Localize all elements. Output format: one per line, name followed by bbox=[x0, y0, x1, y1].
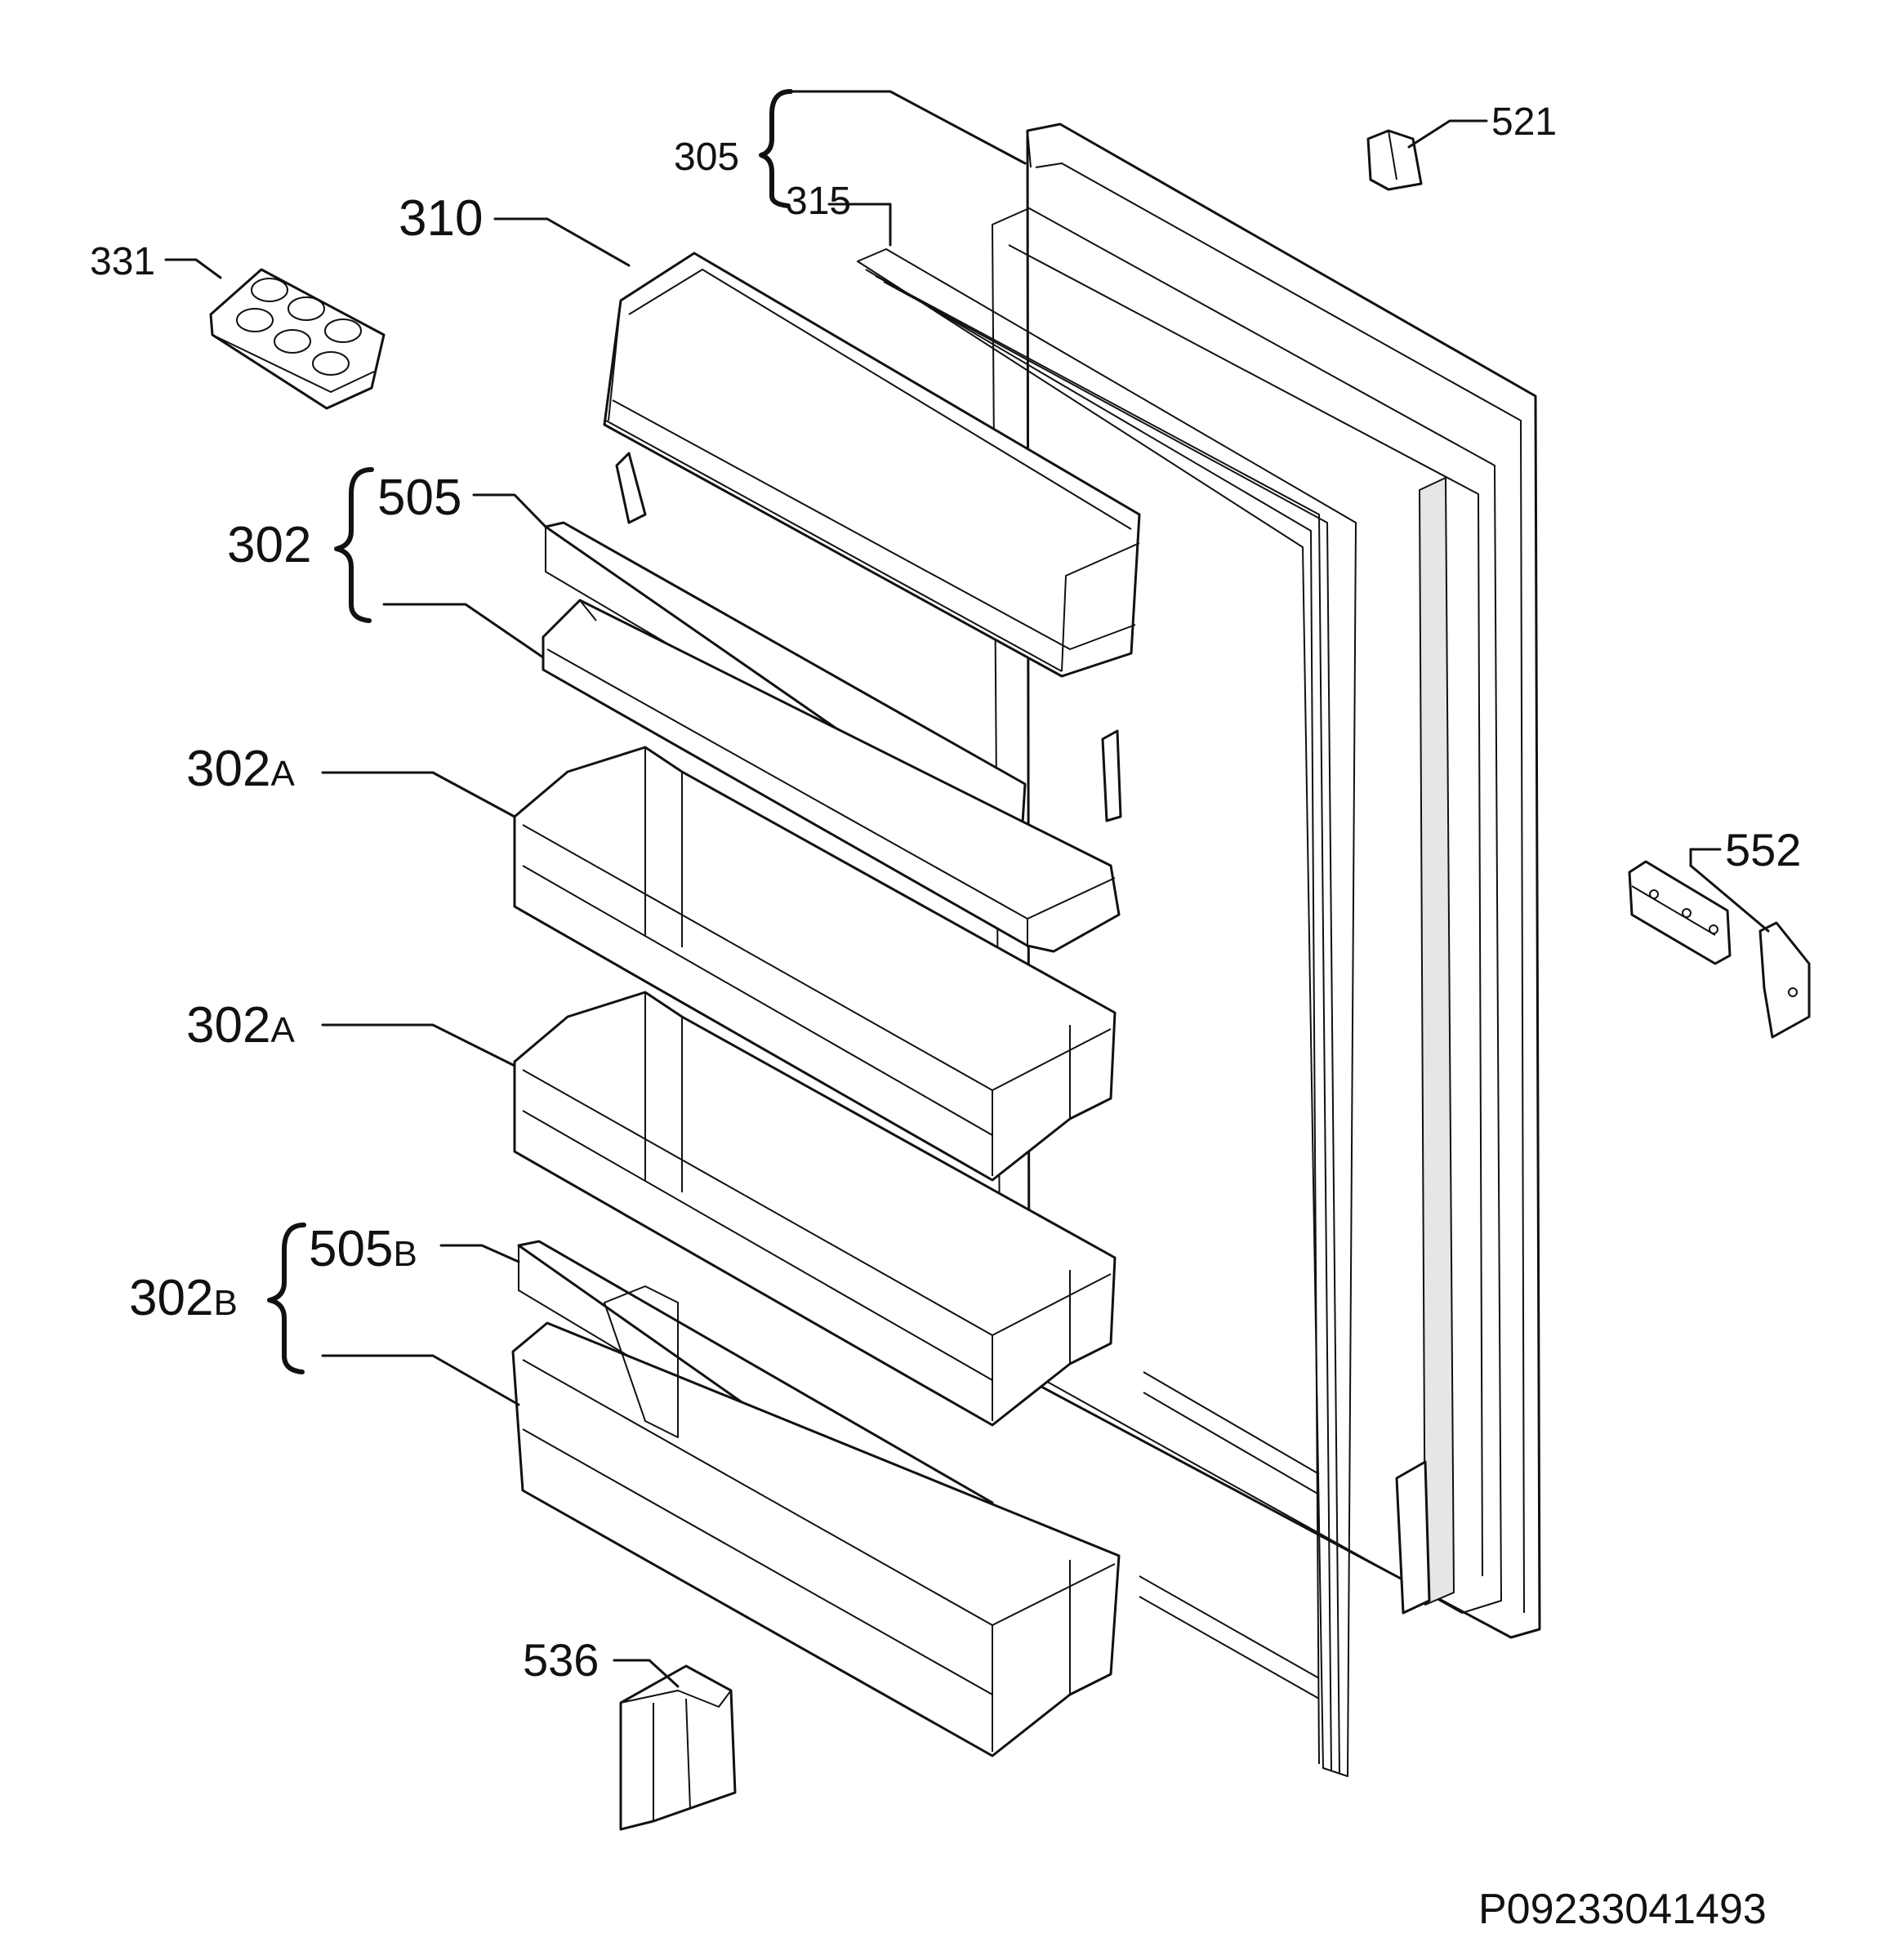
part-521-cap bbox=[1366, 129, 1423, 191]
egg-tray bbox=[209, 268, 386, 410]
brace-302 bbox=[334, 467, 374, 623]
door-shelf-302a-1 bbox=[513, 746, 1117, 1182]
brace-305 bbox=[759, 89, 793, 208]
callout-302b: 302B bbox=[129, 1270, 238, 1326]
callout-505b: 505B bbox=[309, 1221, 417, 1277]
callout-505: 505 bbox=[377, 470, 461, 526]
door-shelf-302a-2 bbox=[513, 991, 1117, 1427]
callout-310: 310 bbox=[399, 190, 483, 247]
callout-305: 305 bbox=[674, 136, 739, 179]
callout-552: 552 bbox=[1725, 824, 1801, 875]
door-shelf-302 bbox=[542, 599, 1121, 953]
document-id: P09233041493 bbox=[1478, 1886, 1767, 1933]
brace-302b bbox=[267, 1223, 306, 1374]
callout-521: 521 bbox=[1491, 100, 1557, 144]
door-panel bbox=[857, 122, 1541, 1777]
callout-302: 302 bbox=[227, 517, 311, 573]
leader-lines bbox=[164, 90, 1770, 1688]
door-shelf-302b bbox=[511, 1285, 1121, 1757]
part-552-hinge bbox=[1628, 860, 1811, 1039]
door-gasket bbox=[857, 248, 1357, 1777]
callout-302a-2: 302A bbox=[186, 997, 295, 1054]
callout-315: 315 bbox=[786, 180, 851, 223]
dairy-compartment-cover bbox=[603, 252, 1141, 678]
callout-331: 331 bbox=[90, 240, 155, 283]
callout-536: 536 bbox=[523, 1634, 599, 1686]
callout-302a-1: 302A bbox=[186, 741, 295, 797]
part-536-clip bbox=[619, 1664, 737, 1831]
